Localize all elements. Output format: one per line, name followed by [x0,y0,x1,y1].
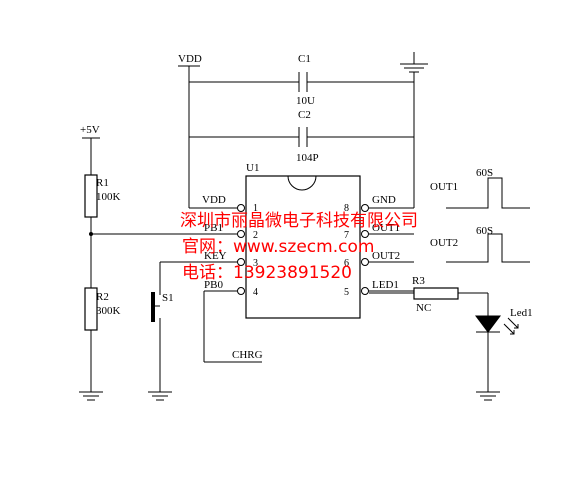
plus5v-symbol: +5V [80,124,100,139]
ground-symbol-s1 [148,391,172,401]
pin-name-out2: OUT2 [372,250,400,262]
out2-wave-label: OUT2 [430,237,458,249]
r1-value: 100K [96,191,121,203]
waveform-out2: OUT2 60S [430,225,530,263]
ground-symbol-r2 [79,391,103,401]
r3-value: NC [416,302,431,314]
pin-num-6: 6 [344,258,349,269]
resistor-r1: R1 100K [84,174,121,218]
watermark: 深圳市丽晶微电子科技有限公司 官网：www.szecm.com 电话：13923… [180,211,418,283]
led-led1: Led1 [475,307,533,335]
ground-symbol-top [400,52,428,73]
resistor-r3: R3 NC [412,275,459,314]
pin-num-1: 1 [253,203,258,214]
pin-name-vdd: VDD [202,194,226,206]
u1-ref: U1 [246,162,259,174]
pin-3 [237,258,245,266]
pin-num-8: 8 [344,203,349,214]
pin-1 [237,204,245,212]
r2-value: 300K [96,305,121,317]
pin-5 [361,287,369,295]
out1-wave-time: 60S [476,167,493,179]
pin-name-gnd: GND [372,194,396,206]
ic-u1: U1 1 2 3 4 8 7 6 5 VDD PB1 KEY PB0 GND O… [202,162,400,319]
pin-4 [237,287,245,295]
pin-num-7: 7 [344,230,349,241]
pin-num-3: 3 [253,258,258,269]
ground-symbol-led [476,391,500,401]
out1-wave-label: OUT1 [430,181,458,193]
s1-ref: S1 [162,292,174,304]
pin-num-2: 2 [253,230,258,241]
waveform-out1: OUT1 60S [430,167,530,209]
pin-name-key: KEY [204,250,227,262]
junction-dot [89,232,93,236]
pin-name-led1: LED1 [372,279,399,291]
led-ref: Led1 [510,307,533,319]
c1-value: 10U [296,95,315,107]
pin-6 [361,258,369,266]
c2-value: 104P [296,152,319,164]
r2-ref: R2 [96,291,109,303]
plus5v-label: +5V [80,124,100,136]
pin-name-pb0: PB0 [204,279,223,291]
switch-s1: S1 [151,262,174,392]
pin-name-pb1: PB1 [204,222,223,234]
c2-ref: C2 [298,109,311,121]
c1-ref: C1 [298,53,311,65]
out2-wave-time: 60S [476,225,493,237]
pin-num-4: 4 [253,287,258,298]
r1-ref: R1 [96,177,109,189]
pin-2 [237,230,245,238]
pin-8 [361,204,369,212]
chrg-net-label: CHRG [232,349,263,361]
resistor-r2: R2 300K [84,287,121,331]
pin-name-out1: OUT1 [372,222,400,234]
watermark-company: 深圳市丽晶微电子科技有限公司 [180,211,418,231]
pin-7 [361,230,369,238]
watermark-phone: 电话：13923891520 [182,263,352,283]
r3-ref: R3 [412,275,425,287]
pin-num-5: 5 [344,287,349,298]
capacitor-c1: C1 10U [189,53,414,107]
watermark-website: 官网：www.szecm.com [182,237,374,257]
vdd-symbol-top: VDD [178,53,202,82]
vdd-top-label: VDD [178,53,202,65]
capacitor-c2: C2 104P [189,109,414,164]
